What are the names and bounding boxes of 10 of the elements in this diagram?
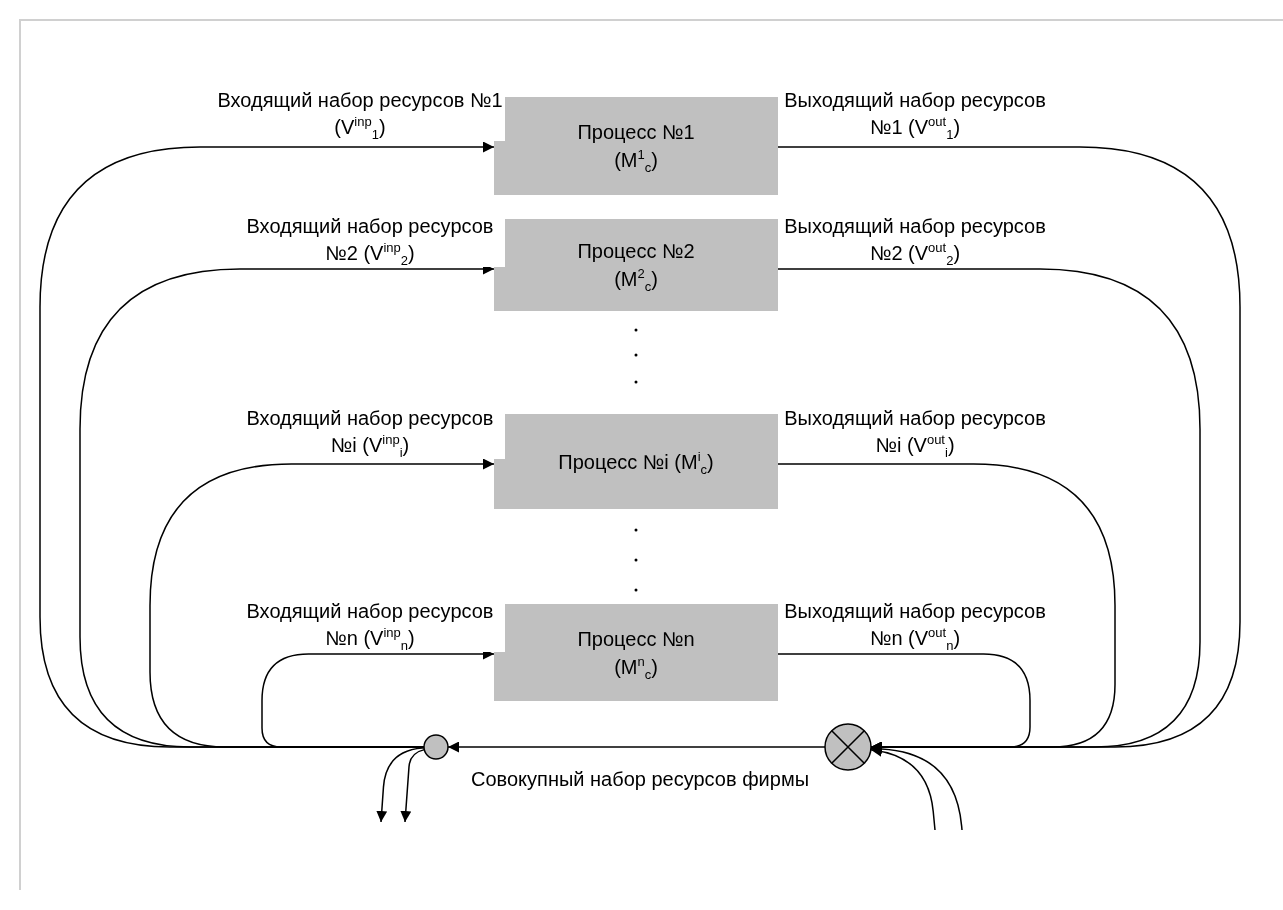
process-box: Процесс №i (M$^{i}$$_{c}$) — [494, 414, 778, 509]
arrow — [400, 748, 426, 823]
arrow — [376, 747, 425, 823]
arrow — [149, 458, 495, 748]
arrow — [39, 141, 495, 748]
multiplier-circle — [824, 723, 872, 771]
process-box: Процесс №2 (M$^{2}$$_{c}$) — [494, 219, 778, 311]
junction-circle — [423, 734, 449, 760]
arrow — [447, 741, 826, 753]
process-box: Процесс №n (M$^{n}$$_{c}$) — [494, 604, 778, 701]
